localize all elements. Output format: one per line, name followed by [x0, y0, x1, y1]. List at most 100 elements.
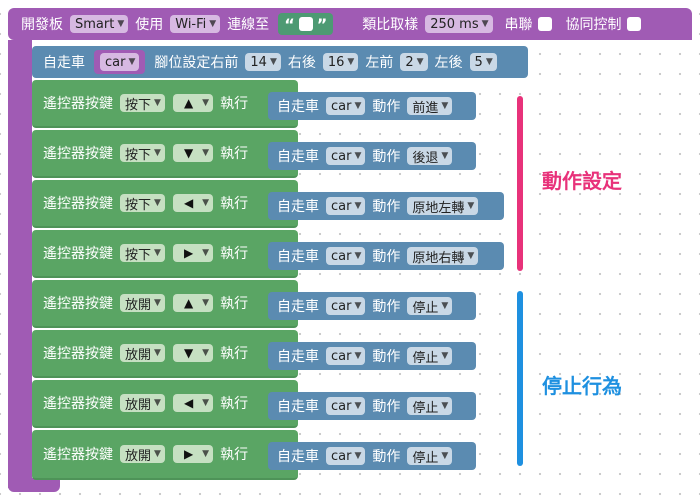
- action-car-label: 自走車: [277, 449, 319, 465]
- chevron-down-icon: ▼: [416, 57, 424, 67]
- left-triangle-icon: ◀: [183, 196, 194, 210]
- board-dropdown[interactable]: Smart▼: [70, 15, 129, 33]
- pin-lb-dropdown[interactable]: 5▼: [469, 53, 497, 71]
- action-car-dropdown[interactable]: car▼: [326, 447, 366, 465]
- chevron-down-icon: ▼: [354, 351, 362, 361]
- action-car-dropdown[interactable]: car▼: [326, 297, 366, 315]
- sample-dropdown[interactable]: 250 ms▼: [425, 15, 493, 33]
- remote-key-block[interactable]: 遙控器按鍵按下▼▲▼執行: [32, 80, 298, 128]
- key-event-dropdown[interactable]: 放開▼: [120, 394, 165, 413]
- chevron-down-icon: ▼: [354, 401, 362, 411]
- action-dropdown[interactable]: 停止▼: [407, 397, 453, 416]
- key-direction-dropdown[interactable]: ◀▼: [172, 394, 214, 412]
- annotation-action-settings: 動作設定: [542, 169, 622, 193]
- serial-checkbox[interactable]: [537, 17, 552, 31]
- remote-key-block[interactable]: 遙控器按鍵按下▼▶▼執行: [32, 230, 298, 278]
- pin-rf-dropdown[interactable]: 14▼: [245, 53, 281, 71]
- chevron-down-icon: ▼: [202, 398, 210, 408]
- collab-checkbox[interactable]: [626, 17, 641, 31]
- key-direction-dropdown[interactable]: ▲▼: [172, 294, 214, 312]
- rb-label: 右後: [287, 55, 316, 71]
- action-dropdown[interactable]: 停止▼: [407, 347, 453, 366]
- action-dropdown[interactable]: 原地右轉▼: [407, 247, 479, 266]
- action-label: 動作: [372, 349, 401, 365]
- text-input[interactable]: [298, 17, 313, 31]
- pin-rb-dropdown[interactable]: 16▼: [322, 53, 359, 71]
- action-label: 動作: [372, 249, 401, 265]
- car-variable-block[interactable]: car▼: [94, 50, 146, 74]
- key-direction-dropdown[interactable]: ▲▼: [172, 94, 214, 112]
- action-car-dropdown[interactable]: car▼: [326, 347, 366, 365]
- pin-lf-dropdown[interactable]: 2▼: [400, 53, 428, 71]
- action-car-dropdown[interactable]: car▼: [326, 397, 366, 415]
- exec-label: 執行: [220, 346, 249, 362]
- key-event-dropdown[interactable]: 按下▼: [120, 144, 165, 163]
- remote-key-label: 遙控器按鍵: [43, 346, 113, 362]
- remote-key-block[interactable]: 遙控器按鍵放開▼ ▼▼ 執行: [32, 330, 298, 378]
- sample-label: 類比取樣: [362, 17, 419, 33]
- chevron-down-icon: ▼: [202, 449, 210, 459]
- car-setup-block[interactable]: 自走車 car▼ 腳位設定右前 14▼ 右後 16▼ 左前 2▼ 左後 5▼: [32, 46, 528, 78]
- action-car-dropdown[interactable]: car▼: [326, 147, 366, 165]
- chevron-down-icon: ▼: [354, 201, 362, 211]
- remote-key-block[interactable]: 遙控器按鍵放開▼ ◀▼ 執行: [32, 380, 298, 428]
- action-dropdown[interactable]: 停止▼: [407, 447, 453, 466]
- annotation-bar-bottom: [517, 291, 523, 466]
- action-car-dropdown[interactable]: car▼: [326, 197, 366, 215]
- chevron-down-icon: ▼: [354, 251, 362, 261]
- key-direction-dropdown[interactable]: ▶▼: [172, 445, 214, 463]
- action-car-label: 自走車: [277, 199, 319, 215]
- key-event-dropdown[interactable]: 按下▼: [120, 94, 165, 113]
- key-event-dropdown[interactable]: 放開▼: [120, 294, 165, 313]
- chevron-down-icon: ▼: [354, 301, 362, 311]
- action-label: 動作: [372, 99, 401, 115]
- chevron-down-icon: ▼: [154, 148, 161, 158]
- action-dropdown[interactable]: 停止▼: [407, 297, 453, 316]
- remote-key-block[interactable]: 遙控器按鍵放開▼ ▲▼ 執行: [32, 280, 298, 328]
- key-event-dropdown[interactable]: 放開▼: [120, 445, 165, 464]
- action-dropdown[interactable]: 前進▼: [407, 97, 453, 116]
- connection-dropdown[interactable]: Wi-Fi▼: [170, 15, 221, 33]
- text-string-block[interactable]: “ ”: [278, 13, 334, 35]
- action-dropdown[interactable]: 後退▼: [407, 147, 453, 166]
- key-direction-dropdown[interactable]: ◀▼: [172, 194, 214, 212]
- action-car-dropdown[interactable]: car▼: [326, 97, 366, 115]
- remote-key-block[interactable]: 遙控器按鍵放開▼▶▼執行: [32, 430, 298, 480]
- remote-key-label: 遙控器按鍵: [43, 146, 113, 162]
- chevron-down-icon: ▼: [154, 248, 161, 258]
- up-triangle-icon: ▲: [183, 96, 194, 110]
- chevron-down-icon: ▼: [467, 251, 475, 261]
- key-direction-dropdown[interactable]: ▶▼: [172, 244, 214, 262]
- key-event-dropdown[interactable]: 放開▼: [120, 344, 165, 363]
- chevron-down-icon: ▼: [441, 401, 449, 411]
- chevron-down-icon: ▼: [485, 57, 493, 67]
- exec-label: 執行: [220, 96, 249, 112]
- remote-key-label: 遙控器按鍵: [43, 296, 113, 312]
- remote-key-block[interactable]: 遙控器按鍵按下▼▼▼執行: [32, 130, 298, 178]
- chevron-down-icon: ▼: [441, 151, 449, 161]
- remote-key-label: 遙控器按鍵: [43, 396, 113, 412]
- key-event-dropdown[interactable]: 按下▼: [120, 194, 165, 213]
- key-event-dropdown[interactable]: 按下▼: [120, 244, 165, 263]
- remote-key-block[interactable]: 遙控器按鍵按下▼◀▼執行: [32, 180, 298, 228]
- right-triangle-icon: ▶: [183, 246, 194, 260]
- car-variable-dropdown[interactable]: car▼: [100, 53, 140, 71]
- key-direction-dropdown[interactable]: ▼▼: [172, 344, 214, 362]
- action-car-dropdown[interactable]: car▼: [326, 247, 366, 265]
- exec-label: 執行: [220, 396, 249, 412]
- chevron-down-icon: ▼: [154, 398, 161, 408]
- action-dropdown[interactable]: 原地左轉▼: [407, 197, 479, 216]
- exec-label: 執行: [220, 196, 249, 212]
- exec-label: 執行: [220, 296, 249, 312]
- key-direction-dropdown[interactable]: ▼▼: [172, 144, 214, 162]
- chevron-down-icon: ▼: [467, 201, 475, 211]
- board-setup-block[interactable]: 開發板 Smart▼ 使用 Wi-Fi▼ 連線至 “ ” 類比取樣 250 ms…: [8, 8, 692, 40]
